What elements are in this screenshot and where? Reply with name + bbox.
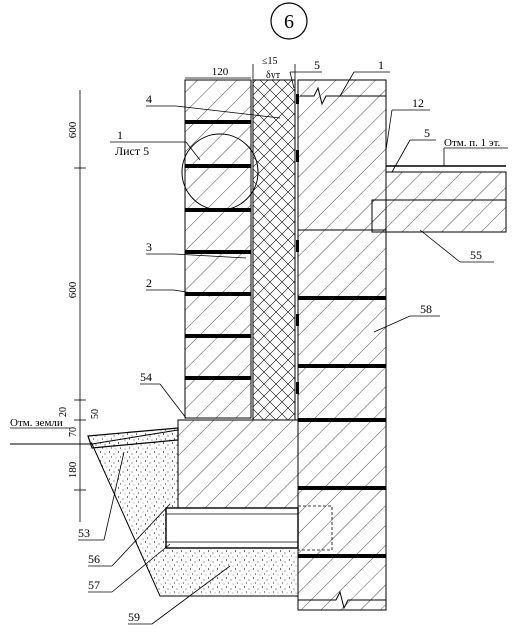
brick-facing (184, 79, 252, 419)
leader-label-2: 2 (146, 276, 152, 290)
callout-sheet: Лист 5 (115, 144, 149, 158)
dim-insulation: δут (266, 70, 281, 81)
leader-label-57: 57 (88, 578, 100, 592)
leader-label-53: 53 (78, 526, 90, 540)
leader-lines (78, 71, 494, 625)
leader-label-5-top: 5 (314, 58, 320, 72)
floor-slab (385, 171, 507, 201)
callout-number: 1 (117, 128, 123, 142)
leader-label-3: 3 (146, 240, 152, 254)
level-floor1-label: Отм. п. 1 эт. (444, 137, 501, 149)
detail-callout-circle (181, 133, 259, 211)
dimension-lines (74, 64, 296, 522)
dim-brick-width: 120 (212, 66, 229, 78)
dim-h20: 20 (58, 407, 69, 417)
drain-channel (165, 507, 299, 549)
leader-label-5-right: 5 (424, 126, 430, 140)
foundation-blocks (297, 229, 387, 611)
leader-label-54: 54 (140, 370, 152, 384)
level-floor1: Отм. п. 1 эт. (443, 137, 508, 166)
dim-h1: 600 (67, 121, 79, 138)
leader-label-1-top: 1 (378, 58, 384, 72)
dim-gap: ≤15 (262, 56, 278, 67)
leader-label-59: 59 (128, 610, 140, 624)
floor-panel (371, 199, 507, 233)
dim-h50: 50 (90, 409, 101, 419)
insulation-layer (252, 79, 296, 421)
sheet-marker: 6 (270, 2, 308, 40)
leader-label-56: 56 (88, 552, 100, 566)
level-ground-label: Отм. земли (10, 417, 63, 429)
leader-label-58: 58 (420, 302, 432, 316)
inner-wall-upper (297, 79, 387, 231)
leader-label-4: 4 (146, 92, 152, 106)
level-ground: Отм. земли (10, 417, 70, 429)
plinth-block (177, 419, 299, 509)
sheet-marker-label: 6 (284, 11, 294, 33)
callout-reference: 1 Лист 5 (110, 128, 201, 161)
dim-h180: 180 (67, 461, 79, 478)
dim-h2: 600 (67, 281, 79, 298)
dim-h70: 70 (68, 427, 79, 437)
leader-label-55: 55 (470, 248, 482, 262)
leader-label-12: 12 (412, 96, 424, 110)
